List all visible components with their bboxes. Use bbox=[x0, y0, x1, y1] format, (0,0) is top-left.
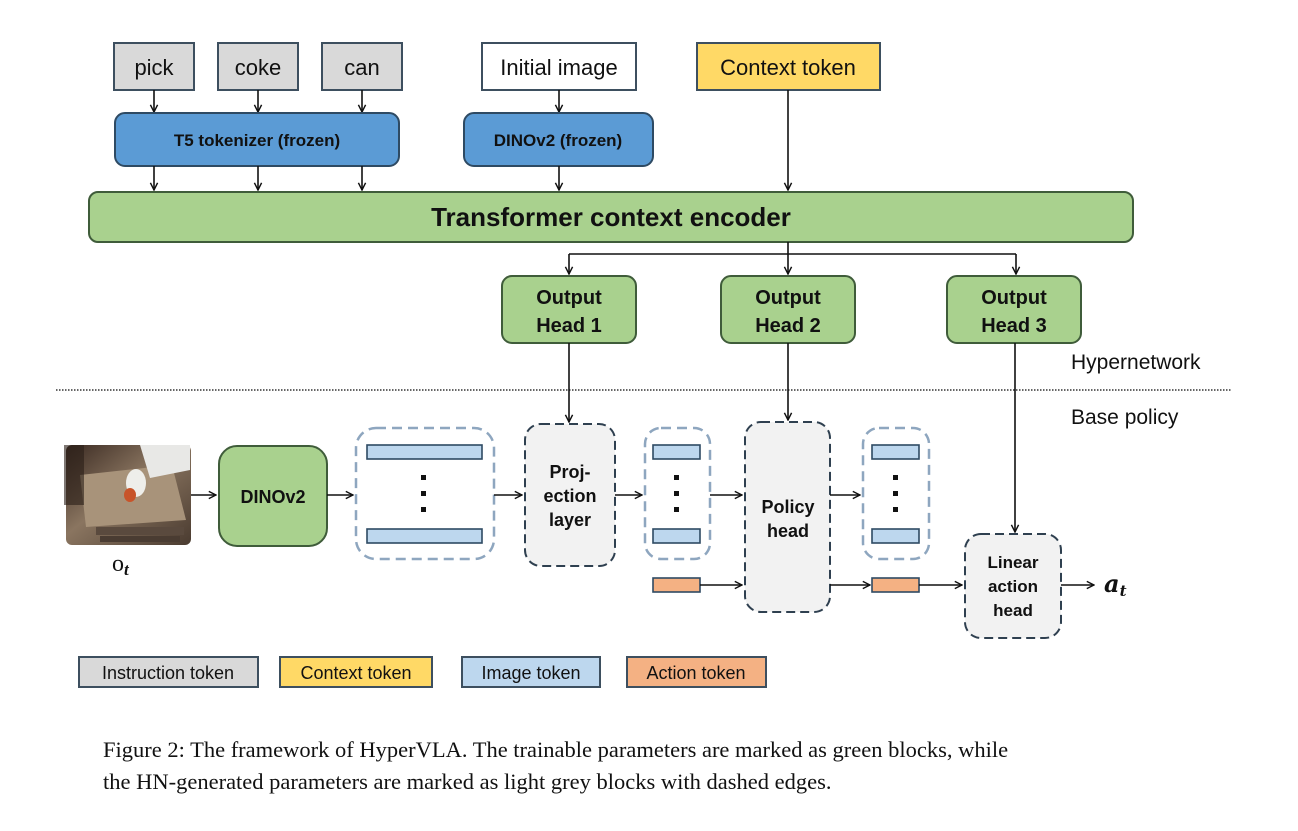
hypervla-diagram: pick coke can Initial image Context toke… bbox=[56, 42, 1232, 688]
image-token-group-2 bbox=[643, 426, 712, 561]
action-token-input bbox=[652, 577, 701, 593]
svg-text:Output: Output bbox=[981, 287, 1047, 309]
base-policy-region-label: Base policy bbox=[1071, 406, 1179, 429]
svg-text:Linear: Linear bbox=[987, 553, 1038, 572]
figure-caption: Figure 2: The framework of HyperVLA. The… bbox=[103, 734, 1223, 798]
image-token-group-1 bbox=[354, 426, 496, 561]
transformer-context-encoder-block: Transformer context encoder bbox=[88, 191, 1134, 243]
caption-line-1: Figure 2: The framework of HyperVLA. The… bbox=[103, 737, 1009, 762]
instruction-token-can: can bbox=[321, 42, 403, 91]
svg-text:Head 3: Head 3 bbox=[981, 315, 1047, 337]
svg-text:Action token: Action token bbox=[646, 663, 745, 683]
linear-action-head-block: Linear action head bbox=[964, 533, 1062, 639]
observation-image bbox=[64, 445, 191, 545]
svg-text:pick: pick bbox=[134, 55, 174, 80]
initial-image-box: Initial image bbox=[481, 42, 637, 91]
projection-layer-block: Proj- ection layer bbox=[524, 423, 616, 567]
output-head-2: Output Head 2 bbox=[720, 275, 856, 344]
instruction-token-pick: pick bbox=[113, 42, 195, 91]
context-token-box: Context token bbox=[696, 42, 881, 91]
svg-text:head: head bbox=[767, 521, 809, 541]
svg-text:Context token: Context token bbox=[720, 55, 856, 80]
image-token-group-3 bbox=[861, 426, 931, 561]
action-token-output bbox=[871, 577, 920, 593]
legend: Instruction token Context token Image to… bbox=[78, 656, 767, 688]
observation-label: ot bbox=[112, 551, 130, 579]
svg-text:Output: Output bbox=[536, 287, 602, 309]
hypernetwork-region-label: Hypernetwork bbox=[1071, 351, 1201, 374]
encoder-branch-connector bbox=[569, 242, 1016, 255]
action-output-label: at bbox=[1104, 569, 1127, 600]
svg-text:DINOv2 (frozen): DINOv2 (frozen) bbox=[494, 131, 622, 150]
svg-text:Image token: Image token bbox=[481, 663, 580, 683]
dinov2-block: DINOv2 bbox=[218, 445, 328, 547]
svg-text:Policy: Policy bbox=[761, 497, 814, 517]
caption-line-2: the HN-generated parameters are marked a… bbox=[103, 769, 832, 794]
svg-text:Head 2: Head 2 bbox=[755, 315, 821, 337]
dinov2-frozen-block: DINOv2 (frozen) bbox=[463, 112, 654, 167]
output-head-1: Output Head 1 bbox=[501, 275, 637, 344]
svg-text:Head 1: Head 1 bbox=[536, 315, 602, 337]
t5-tokenizer-block: T5 tokenizer (frozen) bbox=[114, 112, 400, 167]
svg-text:Context token: Context token bbox=[300, 663, 411, 683]
svg-text:Transformer context encoder: Transformer context encoder bbox=[431, 202, 791, 232]
output-head-3: Output Head 3 bbox=[946, 275, 1082, 344]
policy-head-block: Policy head bbox=[744, 421, 831, 613]
legend-item-image-token: Image token bbox=[461, 656, 601, 688]
legend-item-action-token: Action token bbox=[626, 656, 767, 688]
svg-text:Output: Output bbox=[755, 287, 821, 309]
svg-text:DINOv2: DINOv2 bbox=[240, 487, 305, 507]
svg-text:coke: coke bbox=[235, 55, 281, 80]
svg-text:ection: ection bbox=[543, 486, 596, 506]
svg-text:Instruction token: Instruction token bbox=[102, 663, 234, 683]
svg-text:Initial image: Initial image bbox=[500, 55, 617, 80]
legend-item-context-token: Context token bbox=[279, 656, 433, 688]
legend-item-instruction-token: Instruction token bbox=[78, 656, 259, 688]
svg-text:can: can bbox=[344, 55, 379, 80]
svg-text:Proj-: Proj- bbox=[549, 462, 590, 482]
svg-text:T5 tokenizer (frozen): T5 tokenizer (frozen) bbox=[174, 131, 340, 150]
svg-text:head: head bbox=[993, 601, 1033, 620]
instruction-token-coke: coke bbox=[217, 42, 299, 91]
svg-text:layer: layer bbox=[549, 510, 591, 530]
svg-text:action: action bbox=[988, 577, 1038, 596]
